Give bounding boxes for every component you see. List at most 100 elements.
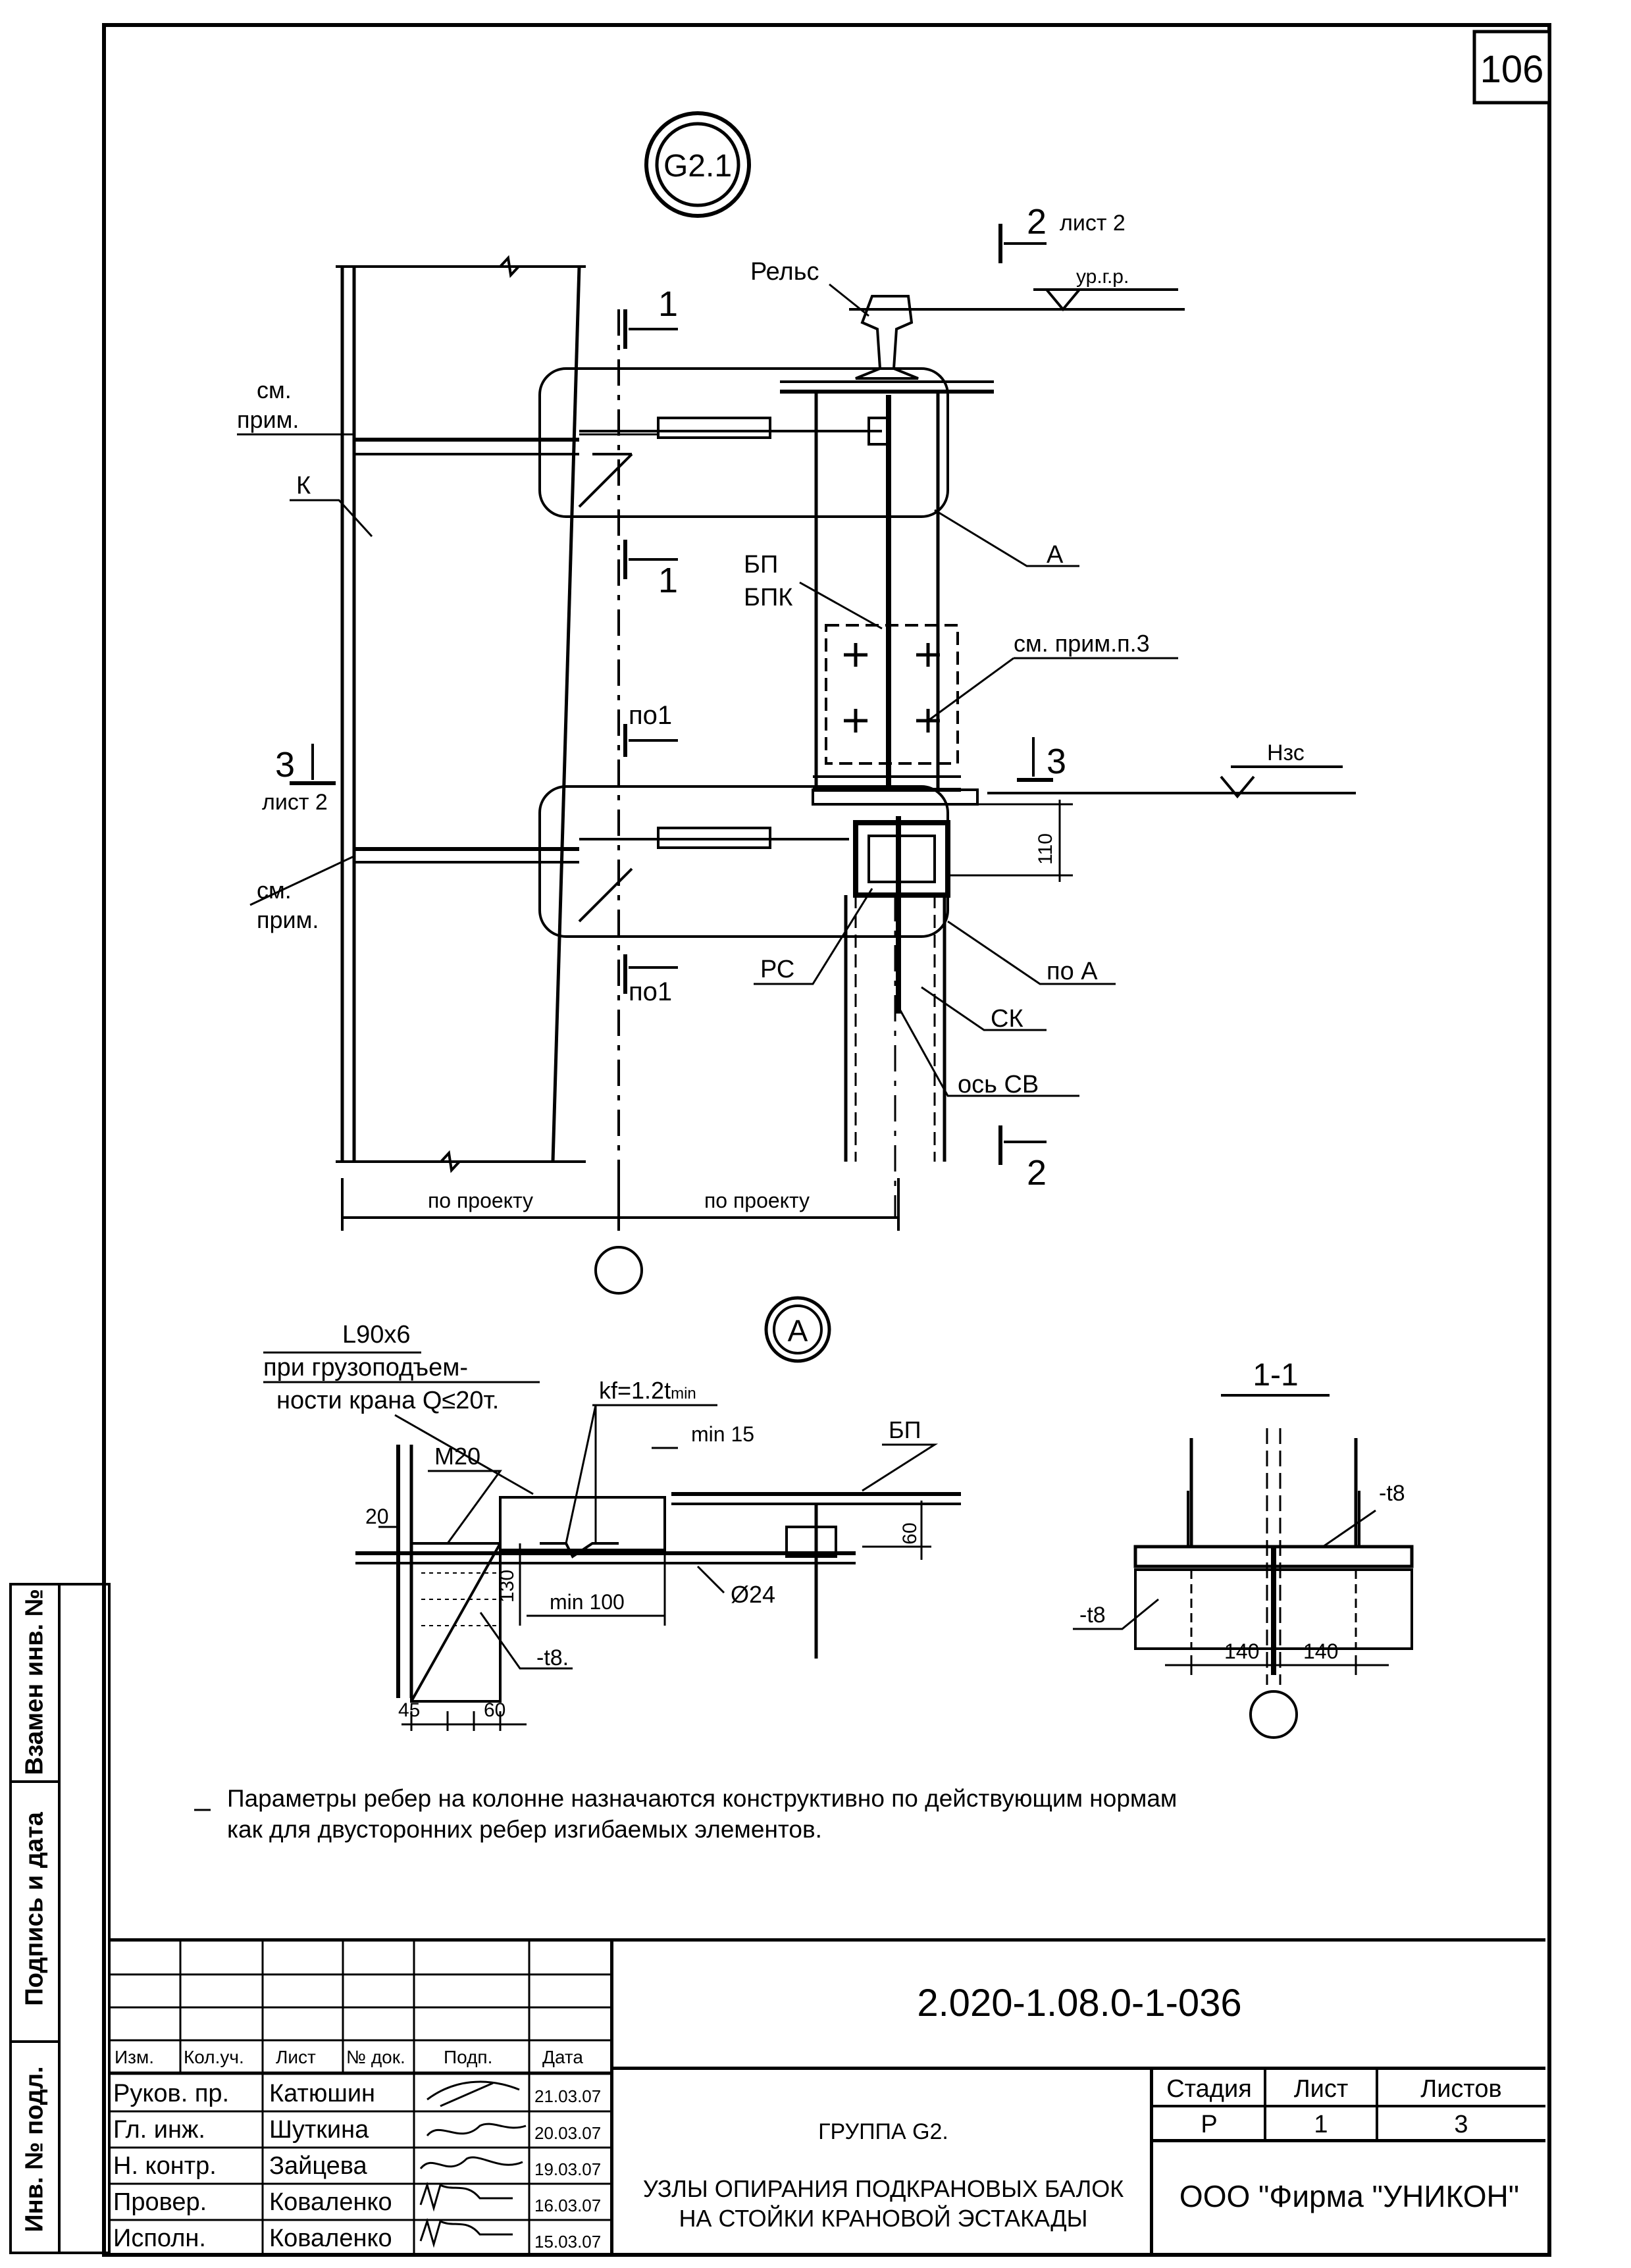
dim-60-right-label: 60 (899, 1522, 921, 1544)
dim-110-label: 110 (1035, 833, 1056, 865)
rs-label: РС (760, 956, 794, 983)
sec11-dim-140-left: 140 (1224, 1639, 1259, 1663)
sheet-frame (102, 23, 1551, 2257)
see-note-bottom-2: прим. (257, 906, 319, 933)
svg-text:G2.1: G2.1 (663, 149, 732, 184)
side-replace-label: Взамен инв. № (20, 1589, 49, 1775)
dia24-label: Ø24 (731, 1581, 775, 1608)
dim-45-label: 45 (398, 1699, 420, 1721)
company-cell: ООО "Фирма "УНИКОН" (1153, 2142, 1545, 2253)
min100-label: min 100 (550, 1590, 625, 1614)
hdr-doc: № док. (346, 2047, 405, 2067)
side-sign-label: Подпись и дата (20, 1812, 49, 2006)
weld-label: kf=1.2tmin (599, 1377, 696, 1404)
title-grid-lines (108, 1942, 613, 2256)
sec11-t8-right: -t8 (1379, 1481, 1405, 1506)
bolt-label: M20 (434, 1443, 480, 1470)
hdr-izm: Изм. (115, 2047, 154, 2067)
sec3-left-sheet: лист 2 (262, 790, 328, 815)
side-stamp: Взамен инв. № Подпись и дата Инв. № подл… (9, 1583, 111, 2254)
section-1-1 (1133, 1428, 1414, 1739)
stage-label: Стадия (1166, 2075, 1252, 2103)
sec1-top: 1 (658, 284, 678, 324)
name-0: Катюшин (269, 2080, 376, 2107)
angle-note-2: ности крана Q≤20т. (276, 1387, 499, 1414)
see-note-p3: см. прим.п.3 (1014, 630, 1150, 657)
po-a-label: по А (1047, 958, 1098, 985)
date-2: 19.03.07 (534, 2159, 602, 2179)
hzs-level-mark (987, 765, 1356, 799)
dim-60-label: 60 (484, 1699, 505, 1721)
dim-130-label: 130 (496, 1570, 518, 1603)
column-k (336, 255, 586, 1173)
detail-a (355, 1445, 961, 1731)
side-inv-label: Инв. № подл. (20, 2066, 49, 2232)
node-marker-a: A (764, 1296, 831, 1363)
side-stamp-inv-cell: Инв. № подл. (12, 2043, 61, 2254)
bottom-bracket (354, 785, 949, 938)
name-4: Коваленко (269, 2225, 392, 2252)
by-project-right: по проекту (704, 1189, 810, 1212)
hdr-date: Дата (542, 2047, 584, 2067)
company-name: ООО "Фирма "УНИКОН" (1179, 2179, 1520, 2213)
min15-label: min 15 (691, 1422, 754, 1446)
date-3: 16.03.07 (534, 2196, 602, 2215)
role-4: Исполн. (113, 2225, 206, 2252)
title-block-grid: Изм. Кол.уч. Лист № док. Подп. Дата Руко… (108, 1938, 613, 2256)
date-1: 20.03.07 (534, 2123, 602, 2143)
sheet-number-box (1472, 30, 1551, 105)
side-stamp-sign-cell: Подпись и дата (12, 1783, 61, 2043)
node-marker-g21: G2.1 (644, 111, 751, 218)
bp-detail-label: БП (889, 1416, 921, 1443)
hdr-sign: Подп. (444, 2047, 493, 2067)
name-2: Зайцева (269, 2152, 367, 2180)
title-line-2: НА СТОЙКИ КРАНОВОЙ ЭСТАКАДЫ (679, 2205, 1088, 2232)
column-sk (844, 816, 950, 1218)
title-block: Изм. Кол.уч. Лист № док. Подп. Дата Руко… (108, 1938, 1545, 2256)
name-1: Шуткина (269, 2116, 369, 2144)
sheet-number: 106 (1480, 48, 1544, 91)
column-k-label: К (296, 472, 311, 500)
doc-code: 2.020-1.08.0-1-036 (917, 1982, 1242, 2024)
title-cell: ГРУППА G2. УЗЛЫ ОПИРАНИЯ ПОДКРАНОВЫХ БАЛ… (613, 2070, 1153, 2253)
name-3: Коваленко (269, 2188, 392, 2216)
see-note-top-1: см. (257, 376, 292, 403)
sheet-label: Лист (1293, 2075, 1349, 2103)
signatures (419, 2080, 527, 2248)
role-1: Гл. инж. (113, 2116, 205, 2144)
dim-by-project (341, 1178, 900, 1295)
date-0: 21.03.07 (534, 2086, 602, 2106)
date-4: 15.03.07 (534, 2232, 602, 2252)
title-line-1: УЗЛЫ ОПИРАНИЯ ПОДКРАНОВЫХ БАЛОК (642, 2175, 1124, 2202)
bp-label: БП (744, 551, 778, 579)
crane-beam (780, 380, 994, 806)
sec3-right: 3 (1047, 742, 1066, 781)
po1-bottom: по1 (629, 977, 672, 1006)
stage-value: Р (1201, 2111, 1218, 2138)
sec11-dim-140-right: 140 (1303, 1639, 1338, 1663)
hdr-kolvo: Кол.уч. (184, 2047, 244, 2067)
dim-20-label: 20 (365, 1505, 389, 1528)
sec2-top: 2 (1027, 202, 1047, 242)
section-marks (290, 224, 1053, 1165)
doc-code-cell: 2.020-1.08.0-1-036 (613, 1938, 1545, 2070)
top-bracket (354, 367, 949, 518)
rail-level-mark (1033, 288, 1178, 312)
note-line-2: как для двусторонних ребер изгибаемых эл… (227, 1816, 822, 1843)
sec1-bottom: 1 (658, 561, 678, 600)
angle-label: L90x6 (342, 1321, 411, 1349)
note-line-1: Параметры ребер на колонне назначаются к… (227, 1785, 1177, 1812)
sk-label: СК (991, 1005, 1023, 1033)
dim-110 (948, 800, 1073, 882)
bpk-label: БПК (744, 584, 792, 611)
angle-note-1: при грузоподъем- (263, 1354, 468, 1381)
group-label: ГРУППА G2. (818, 2119, 948, 2144)
rail (849, 295, 1185, 380)
leader-a-label: А (1047, 541, 1064, 569)
axis-sv-label: ось СВ (958, 1071, 1039, 1098)
role-0: Руков. пр. (113, 2080, 230, 2107)
section-1-1-title: 1-1 (1253, 1358, 1298, 1393)
sheets-value: 3 (1454, 2111, 1468, 2138)
sec2-top-sheet: лист 2 (1060, 211, 1126, 236)
